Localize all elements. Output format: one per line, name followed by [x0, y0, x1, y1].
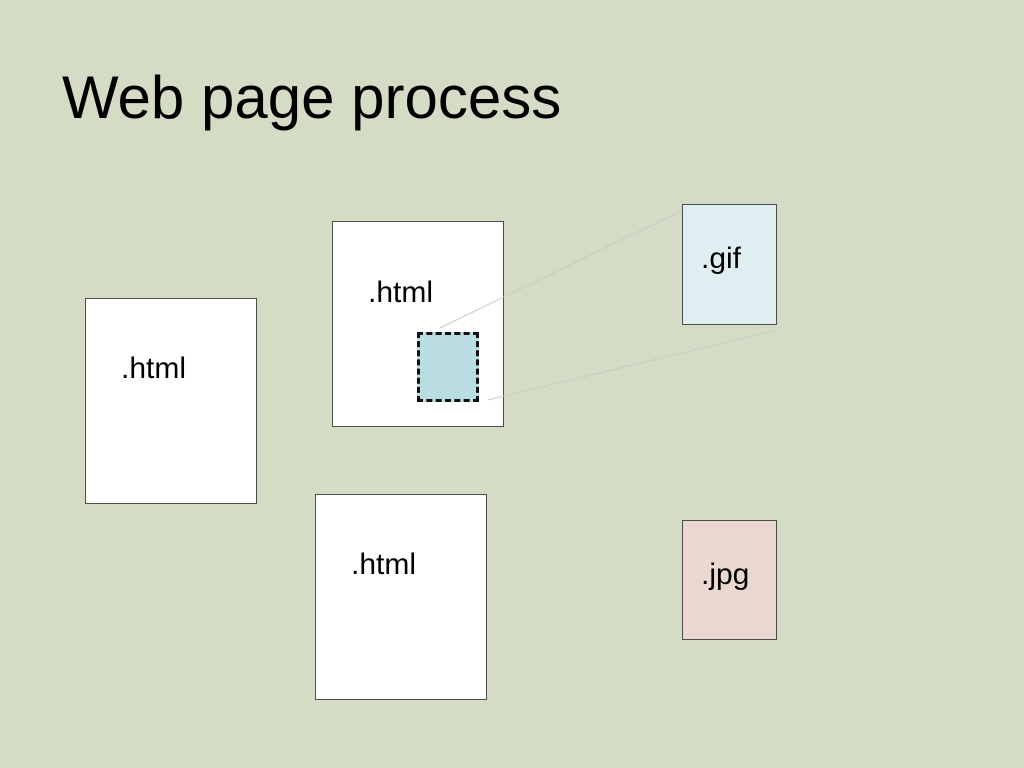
html-page-top-label: .html [368, 276, 434, 309]
connector-line-bottom [487, 329, 778, 401]
html-page-left-label: .html [121, 352, 187, 385]
image-placeholder [417, 332, 479, 402]
gif-image-label: .gif [701, 242, 742, 275]
html-page-left [85, 298, 257, 504]
jpg-image-label: .jpg [701, 558, 750, 591]
jpg-image-file [682, 520, 777, 640]
html-page-bottom-label: .html [351, 548, 417, 581]
gif-image-file [682, 204, 777, 325]
html-page-bottom [315, 494, 487, 700]
slide-title: Web page process [62, 64, 562, 131]
